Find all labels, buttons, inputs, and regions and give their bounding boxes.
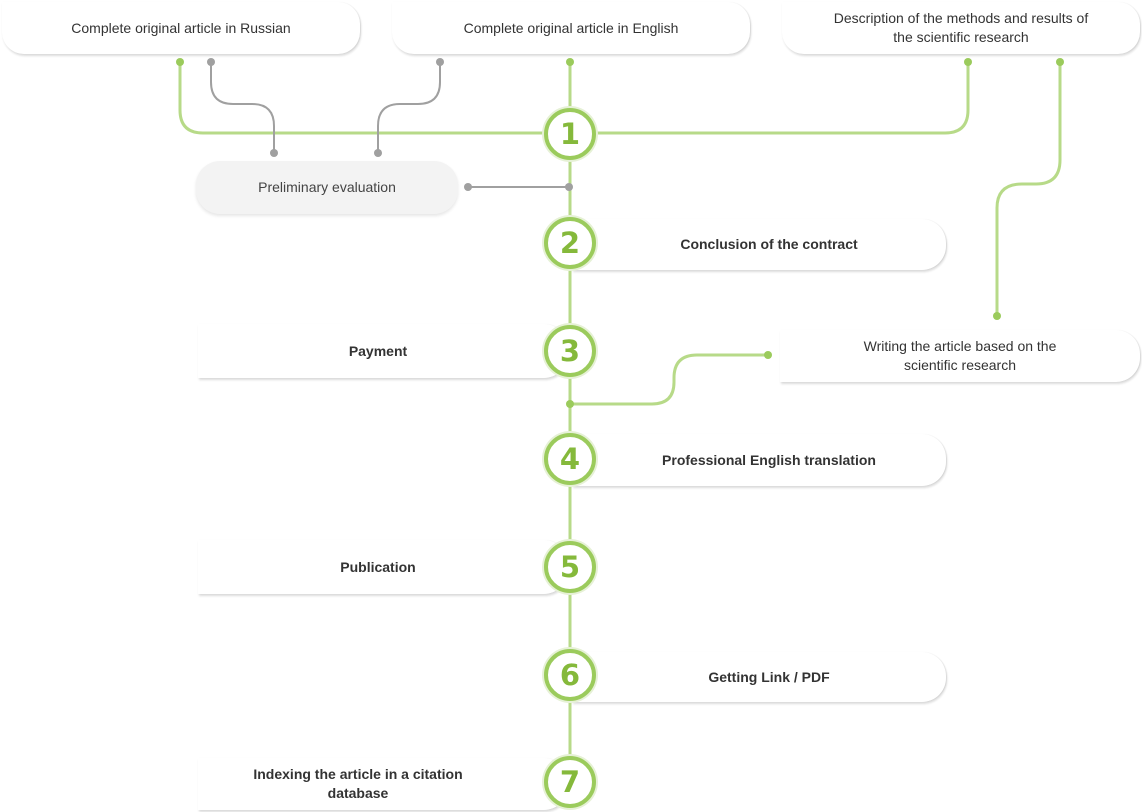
step-card-3: Payment	[198, 324, 568, 378]
dot	[566, 400, 574, 408]
connector-russian-to-evaluation	[210, 62, 275, 153]
connector-description-to-writing	[995, 62, 1062, 316]
dot	[993, 312, 1001, 320]
step-label: Professional English translation	[662, 451, 876, 468]
dot	[764, 351, 772, 359]
source-label: Complete original article in English	[463, 19, 679, 36]
step-number-7: 7	[544, 756, 596, 808]
step-number-6: 6	[544, 649, 596, 701]
step-number-5: 5	[544, 541, 596, 593]
step-number-1: 1	[544, 108, 596, 160]
step-card-5: Publication	[198, 540, 568, 594]
writing-article-card: Writing the article based on the scienti…	[780, 330, 1140, 382]
step-label: Publication	[340, 558, 416, 575]
dot	[565, 183, 573, 191]
preliminary-evaluation-card: Preliminary evaluation	[196, 161, 458, 214]
dot	[566, 58, 574, 66]
step-label: Conclusion of the contract	[680, 236, 858, 252]
step-number-4: 4	[544, 433, 596, 485]
step-number-3: 3	[544, 325, 596, 377]
connector-writing-to-main	[570, 353, 768, 406]
source-card-description: Description of the methods and results o…	[782, 2, 1140, 54]
dot	[207, 58, 215, 66]
source-card-russian: Complete original article in Russian	[2, 2, 360, 54]
dot	[176, 58, 184, 66]
writing-label: Writing the article based on the scienti…	[863, 338, 1057, 373]
dot	[464, 183, 472, 191]
step-card-4: Professional English translation	[572, 434, 946, 486]
step-number-2: 2	[544, 217, 596, 269]
connector-english-to-evaluation	[377, 62, 441, 153]
dot	[374, 149, 382, 157]
dot	[436, 58, 444, 66]
source-label: Description of the methods and results o…	[833, 10, 1089, 45]
connector-description-to-step1	[595, 62, 970, 135]
connector-russian-to-step1	[178, 62, 545, 135]
dot	[964, 58, 972, 66]
step-card-2: Conclusion of the contract	[572, 219, 946, 270]
step-card-7: Indexing the article in a citation datab…	[198, 758, 568, 810]
step-label: Indexing the article in a citation datab…	[253, 766, 463, 801]
source-label: Complete original article in Russian	[71, 19, 291, 36]
preliminary-label: Preliminary evaluation	[258, 179, 396, 195]
dot	[1056, 58, 1064, 66]
step-label: Payment	[348, 342, 408, 359]
source-card-english: Complete original article in English	[392, 2, 750, 54]
dot	[270, 149, 278, 157]
step-card-6: Getting Link / PDF	[572, 652, 946, 702]
step-label: Getting Link / PDF	[708, 668, 830, 685]
